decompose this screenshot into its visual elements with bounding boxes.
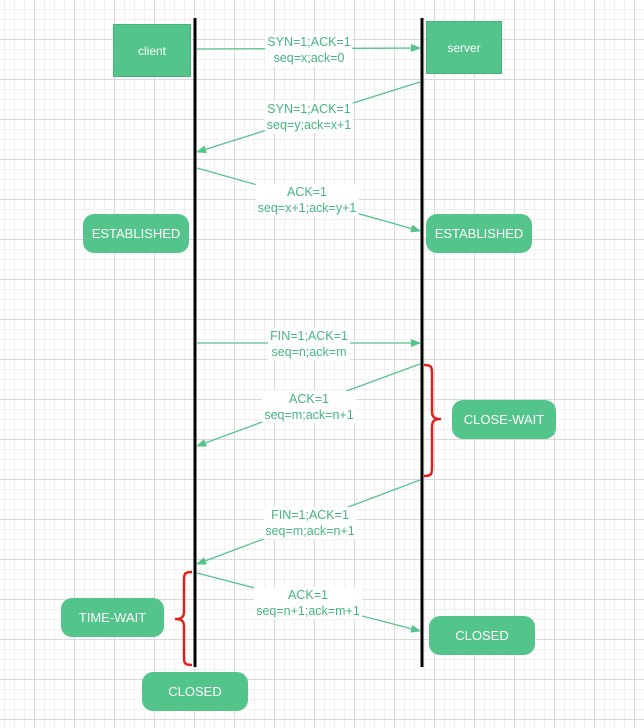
message-label-5-line2: seq=m;ack=n+1 xyxy=(264,408,354,422)
message-label-4: FIN=1;ACK=1 seq=n;ack=m xyxy=(268,328,350,360)
message-label-1: SYN=1;ACK=1 seq=x;ack=0 xyxy=(265,34,353,66)
message-label-3-line2: seq=x+1;ack=y+1 xyxy=(257,201,357,215)
message-label-1-line1: SYN=1;ACK=1 xyxy=(267,35,351,49)
message-label-2-line2: seq=y;ack=x+1 xyxy=(266,118,352,132)
server-closed-state: CLOSED xyxy=(429,616,535,655)
message-label-6: FIN=1;ACK=1 seq=m;ack=n+1 xyxy=(263,507,357,539)
message-label-5-line1: ACK=1 xyxy=(289,392,329,406)
message-label-4-line1: FIN=1;ACK=1 xyxy=(270,329,348,343)
message-label-5: ACK=1 seq=m;ack=n+1 xyxy=(262,391,356,423)
time-wait-state: TIME-WAIT xyxy=(61,598,164,637)
client-closed-state: CLOSED xyxy=(142,672,248,711)
server-actor-box: server xyxy=(426,21,502,74)
message-label-7-line1: ACK=1 xyxy=(288,588,328,602)
time-wait-brace xyxy=(174,570,193,667)
close-wait-state: CLOSE-WAIT xyxy=(452,400,556,439)
server-established-state: ESTABLISHED xyxy=(426,214,532,253)
message-label-1-line2: seq=x;ack=0 xyxy=(273,51,345,65)
message-label-3: ACK=1 seq=x+1;ack=y+1 xyxy=(255,184,359,216)
message-label-2-line1: SYN=1;ACK=1 xyxy=(267,102,351,116)
message-label-6-line2: seq=m;ack=n+1 xyxy=(265,524,355,538)
message-label-7-line2: seq=n+1;ack=m+1 xyxy=(256,604,360,618)
message-label-3-line1: ACK=1 xyxy=(287,185,327,199)
client-established-state: ESTABLISHED xyxy=(83,214,189,253)
close-wait-brace xyxy=(423,363,442,478)
message-label-4-line2: seq=n;ack=m xyxy=(271,345,347,359)
client-actor-box: client xyxy=(113,24,191,77)
message-label-6-line1: FIN=1;ACK=1 xyxy=(271,508,349,522)
message-label-7: ACK=1 seq=n+1;ack=m+1 xyxy=(254,587,362,619)
message-label-2: SYN=1;ACK=1 seq=y;ack=x+1 xyxy=(264,101,354,133)
